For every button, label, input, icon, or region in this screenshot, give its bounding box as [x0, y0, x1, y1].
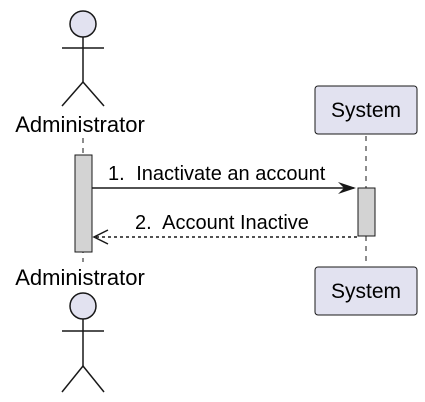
administrator-bottom-actor-icon — [61, 292, 105, 393]
system-top-box — [314, 85, 418, 135]
message-2-number: 2. — [135, 212, 152, 234]
system-activation-bar — [357, 187, 376, 237]
message-1-text: Inactivate an account — [136, 163, 325, 185]
system-bottom-label: System — [331, 280, 401, 303]
system-bottom-box — [314, 266, 418, 316]
administrator-top-actor-icon — [61, 10, 105, 107]
message-1-number: 1. — [108, 163, 125, 185]
administrator-bottom-label: Administrator — [15, 265, 145, 290]
system-top-label: System — [331, 99, 401, 122]
administrator-activation-bar — [74, 154, 93, 253]
message-1-label: 1. Inactivate an account — [108, 163, 326, 185]
message-2-label: 2. Account Inactive — [135, 212, 309, 234]
message-2-text: Account Inactive — [162, 212, 309, 234]
administrator-top-label: Administrator — [15, 112, 145, 137]
message-1-arrowhead — [338, 182, 356, 194]
message-2-arrowhead — [92, 229, 109, 245]
